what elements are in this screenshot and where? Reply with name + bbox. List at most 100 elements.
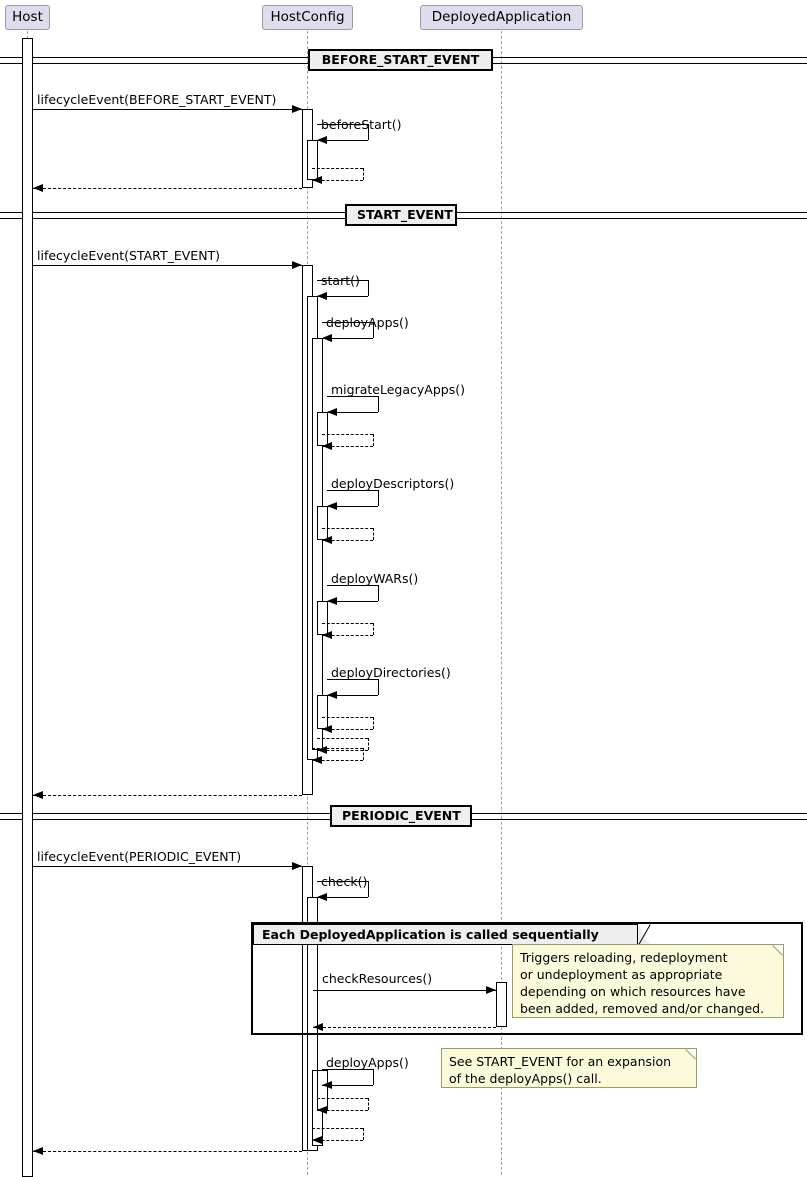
- arrowhead-m17: [313, 1022, 323, 1031]
- message-label-m2: beforeStart(): [321, 117, 402, 132]
- self-out-m2: [317, 124, 368, 125]
- self-down-m15: [368, 881, 369, 897]
- arrowhead-m15: [317, 892, 327, 901]
- message-line-m1: [33, 109, 302, 110]
- self-ret-down-m7: [373, 434, 374, 446]
- self-down-m2: [368, 124, 369, 140]
- arrowhead-m13: [33, 790, 43, 799]
- message-line-m17: [313, 1027, 496, 1028]
- arrowhead-m7: [327, 407, 337, 416]
- arrowhead-m20: [33, 1146, 43, 1155]
- self-ret-down-m12: [363, 748, 364, 760]
- self-ret-back-m2: [312, 180, 363, 181]
- arrowhead-m18: [322, 1080, 332, 1089]
- participant-host[interactable]: Host: [5, 5, 50, 30]
- self-back-m8: [327, 506, 378, 507]
- message-line-m4: [33, 265, 302, 266]
- message-line-m20: [33, 1151, 302, 1152]
- note-check-resources-note: Triggers reloading, redeployment or unde…: [512, 944, 784, 1018]
- activation-config-act-deployapps2-inner: [317, 1070, 328, 1110]
- message-label-m18: deployApps(): [326, 1055, 409, 1070]
- lifeline-app: [501, 31, 502, 1175]
- arrowhead-ret-m2: [312, 175, 322, 184]
- self-out-m15: [317, 881, 368, 882]
- self-back-m7: [327, 412, 378, 413]
- arrowhead-m11: [317, 745, 327, 754]
- arrowhead-m12: [312, 755, 322, 764]
- group-tab-corner-each-deployed-application: [638, 924, 650, 945]
- self-out-m6: [322, 322, 373, 323]
- arrowhead-m4: [292, 260, 302, 269]
- message-line-m16: [313, 990, 496, 991]
- self-back-m10: [327, 695, 378, 696]
- participant-app[interactable]: DeployedApplication: [420, 5, 583, 30]
- message-label-m7: migrateLegacyApps(): [331, 382, 465, 397]
- arrowhead-ret-m8: [322, 535, 332, 544]
- message-label-m15: check(): [321, 874, 368, 889]
- self-ret-down-m8: [373, 528, 374, 540]
- self-down-m6: [373, 322, 374, 338]
- self-out-m8: [327, 490, 378, 491]
- self-ret-out-m10: [322, 717, 373, 718]
- self-ret-back-m12: [312, 760, 363, 761]
- message-label-m8: deployDescriptors(): [331, 476, 455, 491]
- activation-host-act: [22, 38, 33, 1177]
- self-ret-down-m2: [363, 168, 364, 180]
- self-back-m5: [317, 296, 368, 297]
- arrowhead-ret-m18: [317, 1105, 327, 1114]
- self-out-m18: [322, 1069, 373, 1070]
- self-back-m9: [327, 601, 378, 602]
- self-ret-down-m11: [368, 738, 369, 750]
- self-ret-out-m9: [322, 623, 373, 624]
- self-ret-out-m12: [312, 748, 363, 749]
- arrowhead-ret-m7: [322, 441, 332, 450]
- self-ret-out-m2: [312, 168, 363, 169]
- note-fold-deploy-apps-note: [686, 1049, 696, 1059]
- group-each-deployed-application: [251, 922, 803, 1035]
- activation-config-act-deployapps: [312, 338, 323, 750]
- self-ret-back-m18: [317, 1110, 368, 1111]
- self-down-m8: [378, 490, 379, 506]
- self-ret-back-m11: [317, 750, 368, 751]
- self-ret-out-m11: [317, 738, 368, 739]
- message-label-m16: checkResources(): [322, 971, 433, 986]
- self-back-m6: [322, 338, 373, 339]
- self-down-m10: [378, 679, 379, 695]
- message-line-m14: [33, 866, 302, 867]
- self-down-m18: [373, 1069, 374, 1085]
- divider-periodic: PERIODIC_EVENT: [330, 805, 472, 827]
- arrowhead-m16: [486, 985, 496, 994]
- self-ret-out-m7: [322, 434, 373, 435]
- message-label-m6: deployApps(): [326, 315, 409, 330]
- self-ret-back-m8: [322, 540, 373, 541]
- note-deploy-apps-note: See START_EVENT for an expansion of the …: [441, 1048, 697, 1088]
- participant-config[interactable]: HostConfig: [262, 5, 353, 30]
- self-ret-out-m19: [312, 1128, 363, 1129]
- self-down-m5: [368, 280, 369, 296]
- self-back-m15: [317, 897, 368, 898]
- message-label-m9: deployWARs(): [331, 571, 419, 586]
- self-ret-back-m10: [322, 729, 373, 730]
- self-ret-back-m7: [322, 446, 373, 447]
- arrowhead-m1: [292, 104, 302, 113]
- arrowhead-m2: [317, 135, 327, 144]
- message-line-m13: [33, 795, 302, 796]
- arrowhead-ret-m9: [322, 630, 332, 639]
- divider-before-start: BEFORE_START_EVENT: [308, 49, 493, 71]
- arrowhead-m9: [327, 596, 337, 605]
- self-ret-down-m19: [363, 1128, 364, 1140]
- note-fold-check-resources-note: [773, 945, 783, 955]
- arrowhead-ret-m10: [322, 724, 332, 733]
- message-label-m1: lifecycleEvent(BEFORE_START_EVENT): [37, 92, 277, 107]
- self-out-m10: [327, 679, 378, 680]
- arrowhead-m5: [317, 291, 327, 300]
- self-down-m7: [378, 396, 379, 412]
- arrowhead-m3: [33, 183, 43, 192]
- group-label-each-deployed-application: Each DeployedApplication is called seque…: [253, 924, 638, 945]
- activation-config-act-before-start-inner: [307, 140, 318, 180]
- self-ret-out-m18: [317, 1098, 368, 1099]
- self-ret-down-m18: [368, 1098, 369, 1110]
- self-out-m7: [327, 396, 378, 397]
- arrowhead-m6: [322, 333, 332, 342]
- message-line-m3: [33, 188, 302, 189]
